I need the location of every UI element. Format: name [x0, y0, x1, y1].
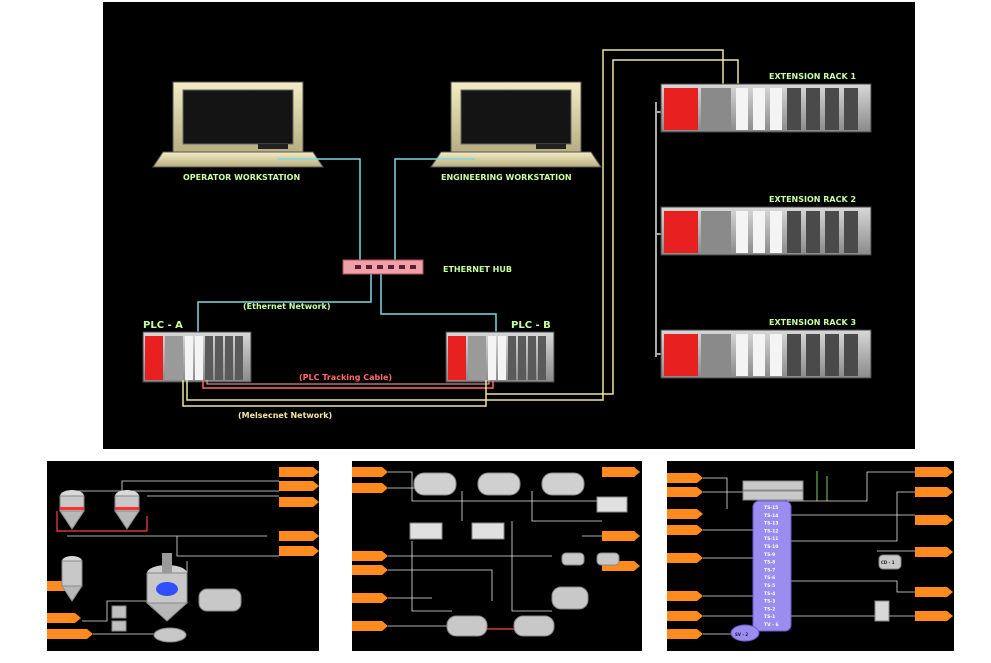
column-stage-label: TS-8 [764, 560, 775, 566]
column-stage-label: TS-4 [764, 591, 775, 597]
extension-rack-1 [660, 83, 872, 133]
cooler-label: CD - 1 [881, 560, 895, 565]
column-stage-label: TS-10 [764, 544, 778, 550]
ethernet-hub-icon [342, 259, 424, 275]
column-stage-label: TS-2 [764, 606, 775, 612]
arrow-icons [667, 467, 953, 639]
process-screen-condenser [352, 461, 642, 651]
tank-icons [59, 490, 242, 643]
melsecnet-label: (Melsecnet Network) [238, 411, 332, 420]
distillation-process-svg: TS-15TS-14TS-13TS-12TS-11TS-10TS-9TS-8TS… [667, 467, 953, 642]
column-stage-label: TS-6 [764, 575, 775, 581]
extension-rack-1-label: EXTENSION RACK 1 [769, 72, 856, 81]
arrow-icons [47, 467, 319, 639]
network-diagram-svg: OPERATOR WORKSTATION ENGINEERING WORKSTA… [142, 49, 872, 420]
column-stage-label: TS-3 [764, 599, 775, 605]
melsecnet-cables [182, 49, 739, 407]
network-diagram: OPERATOR WORKSTATION ENGINEERING WORKSTA… [103, 2, 915, 449]
extension-rack-3 [660, 329, 872, 379]
column-stage-label: TS-1 [764, 614, 775, 620]
column-icon [730, 480, 902, 642]
engineering-workstation-label: ENGINEERING WORKSTATION [441, 173, 572, 182]
ethernet-hub-label: ETHERNET HUB [443, 265, 512, 274]
column-stage-label: TS-15 [764, 505, 778, 511]
plc-b-rack [445, 331, 555, 383]
arrow-icons [352, 467, 640, 631]
plc-a-rack [142, 331, 252, 383]
column-stage-label: TS-12 [764, 528, 778, 534]
column-stage-label: TS-5 [764, 583, 775, 589]
column-stage-label: TV - 6 [764, 622, 779, 628]
tracking-cable-label: (PLC Tracking Cable) [299, 373, 392, 382]
plc-a-label: PLC - A [143, 320, 183, 331]
red-pipes [56, 511, 148, 532]
column-stage-label: TS-7 [764, 567, 775, 573]
operator-workstation-label: OPERATOR WORKSTATION [183, 173, 300, 182]
column-stage-labels: TS-15TS-14TS-13TS-12TS-11TS-10TS-9TS-8TS… [764, 505, 779, 628]
plc-tracking-cable [202, 380, 494, 389]
extension-rack-3-label: EXTENSION RACK 3 [769, 318, 856, 327]
column-stage-label: TS-13 [764, 521, 778, 527]
process-screen-storage [47, 461, 319, 651]
ethernet-cables [197, 158, 497, 342]
ethernet-network-label: (Ethernet Network) [243, 302, 331, 311]
extension-rack-2 [660, 206, 872, 256]
green-pipes [816, 471, 828, 501]
process-pipes [388, 471, 602, 627]
plc-b-label: PLC - B [511, 320, 551, 331]
storage-process-svg [47, 467, 319, 643]
bottom-vessel-label: SV - 2 [735, 632, 748, 637]
engineering-workstation: ENGINEERING WORKSTATION [430, 81, 602, 182]
operator-workstation: OPERATOR WORKSTATION [152, 81, 324, 182]
column-stage-label: TS-14 [764, 513, 778, 519]
condenser-icons [409, 472, 628, 637]
column-stage-label: TS-11 [764, 536, 778, 542]
condenser-process-svg [352, 467, 640, 637]
column-stage-label: TS-9 [764, 552, 775, 558]
extension-rack-2-label: EXTENSION RACK 2 [769, 195, 856, 204]
